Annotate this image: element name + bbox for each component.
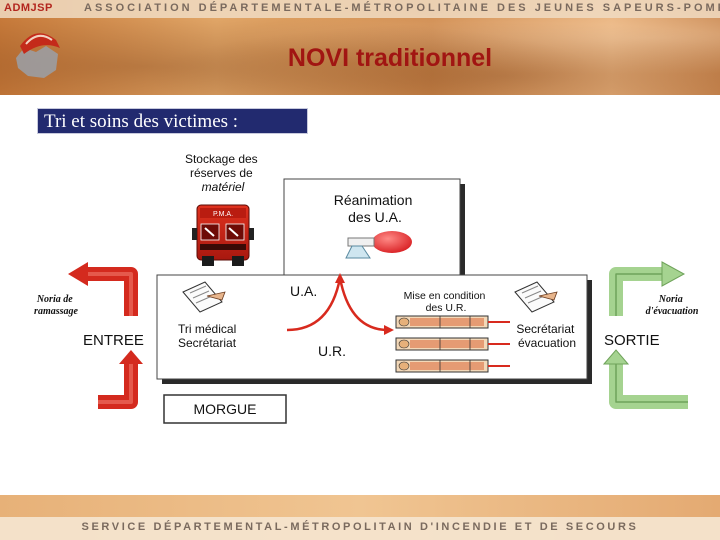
logo-text: ADMJSP xyxy=(4,2,53,14)
stretcher-icon xyxy=(395,315,489,329)
truck-label: P.M.A. xyxy=(213,211,233,218)
header-banner: ADMJSP ASSOCIATION DÉPARTEMENTALE-MÉTROP… xyxy=(0,0,720,95)
triage-label-line-1: Tri médical xyxy=(178,322,236,336)
org-bar xyxy=(0,0,720,18)
footer-banner: SERVICE DÉPARTEMENTAL-MÉTROPOLITAIN D'IN… xyxy=(0,495,720,540)
evac-label: Secrétariat évacuation xyxy=(516,322,577,350)
noria-evacuation-arrow-icon xyxy=(609,261,686,316)
admjsp-logo-icon xyxy=(16,33,60,78)
ur-label: U.R. xyxy=(318,343,346,359)
stretcher-icon xyxy=(395,359,489,373)
storage-label: Stockage des réserves de matériel xyxy=(185,152,261,194)
noria-evacuation-line-1: Noria xyxy=(658,294,683,305)
page-title: NOVI traditionnel xyxy=(287,44,493,72)
reanimation-label-line-1: Réanimation xyxy=(334,192,413,208)
evac-clipboard-icon xyxy=(514,281,558,313)
ua-label: U.A. xyxy=(290,283,317,299)
evac-label-line-2: évacuation xyxy=(518,336,576,350)
mise-label: Mise en condition des U.R. xyxy=(404,290,489,314)
reanimation-label: Réanimation des U.A. xyxy=(334,192,417,225)
noria-ramassage-label: Noria de ramassage xyxy=(34,294,78,317)
ur-arrowhead-icon xyxy=(384,325,394,335)
noria-evacuation-line-2: d'évacuation xyxy=(646,306,699,317)
resuscitator-icon xyxy=(345,231,412,259)
noria-evacuation-label: Noria d'évacuation xyxy=(646,294,699,317)
reanimation-label-line-2: des U.A. xyxy=(348,209,402,225)
sortie-label: SORTIE xyxy=(604,332,660,349)
entree-label: ENTREE xyxy=(83,332,144,349)
footer-text: SERVICE DÉPARTEMENTAL-MÉTROPOLITAIN D'IN… xyxy=(81,521,639,533)
ua-curve-left xyxy=(286,277,342,332)
reanimation-box xyxy=(283,178,461,276)
entree-arrow-icon xyxy=(98,350,143,409)
morgue-box xyxy=(163,394,287,424)
triage-clipboard-icon xyxy=(182,281,226,313)
mise-label-line-2: des U.R. xyxy=(426,302,467,314)
ur-curve-right xyxy=(338,277,389,332)
noria-ramassage-line-2: ramassage xyxy=(34,306,78,317)
evac-label-line-1: Secrétariat xyxy=(516,322,575,336)
noria-ramassage-arrow-icon xyxy=(68,262,138,316)
storage-label-line-1: Stockage des xyxy=(185,152,258,166)
morgue-label: MORGUE xyxy=(194,401,257,417)
pma-truck-icon xyxy=(192,204,254,266)
stretcher-arrows xyxy=(488,321,510,367)
org-name: ASSOCIATION DÉPARTEMENTALE-MÉTROPOLITAIN… xyxy=(84,2,720,14)
ua-arrowhead-icon xyxy=(335,273,345,283)
stretcher-icon xyxy=(395,337,489,351)
mise-label-line-1: Mise en condition xyxy=(404,290,486,302)
triage-label-line-2: Secrétariat xyxy=(178,336,237,350)
triage-label: Tri médical Secrétariat xyxy=(178,322,240,350)
sortie-return-arrow-icon xyxy=(602,349,688,409)
section-subtitle: Tri et soins des victimes : xyxy=(37,108,308,134)
storage-label-line-3: matériel xyxy=(202,180,245,194)
footer-bar xyxy=(0,517,720,540)
storage-label-line-2: réserves de xyxy=(190,166,253,180)
noria-ramassage-line-1: Noria de xyxy=(36,294,73,305)
